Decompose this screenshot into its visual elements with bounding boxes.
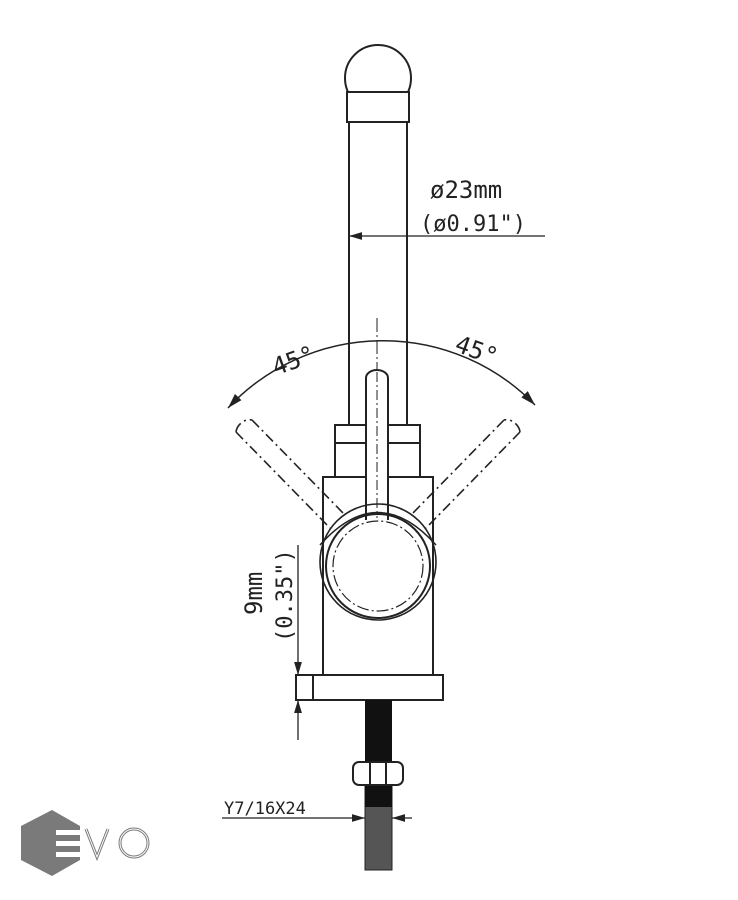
diameter-mm-label: ø23mm	[430, 176, 502, 204]
nut	[352, 761, 404, 786]
base-plate	[312, 674, 444, 701]
evo-logo	[21, 810, 150, 876]
thread-spec-label: Y7/16X24	[224, 799, 306, 819]
angle-left-label: 45°	[268, 340, 318, 381]
threaded-rod	[365, 700, 392, 762]
diameter-in-label: (ø0.91")	[420, 212, 526, 237]
cartridge	[325, 513, 431, 619]
base-thickness-mm-label: 9mm	[240, 572, 268, 615]
angle-right-label: 45°	[451, 330, 501, 371]
base-thickness-in-label: (0.35")	[273, 549, 298, 642]
